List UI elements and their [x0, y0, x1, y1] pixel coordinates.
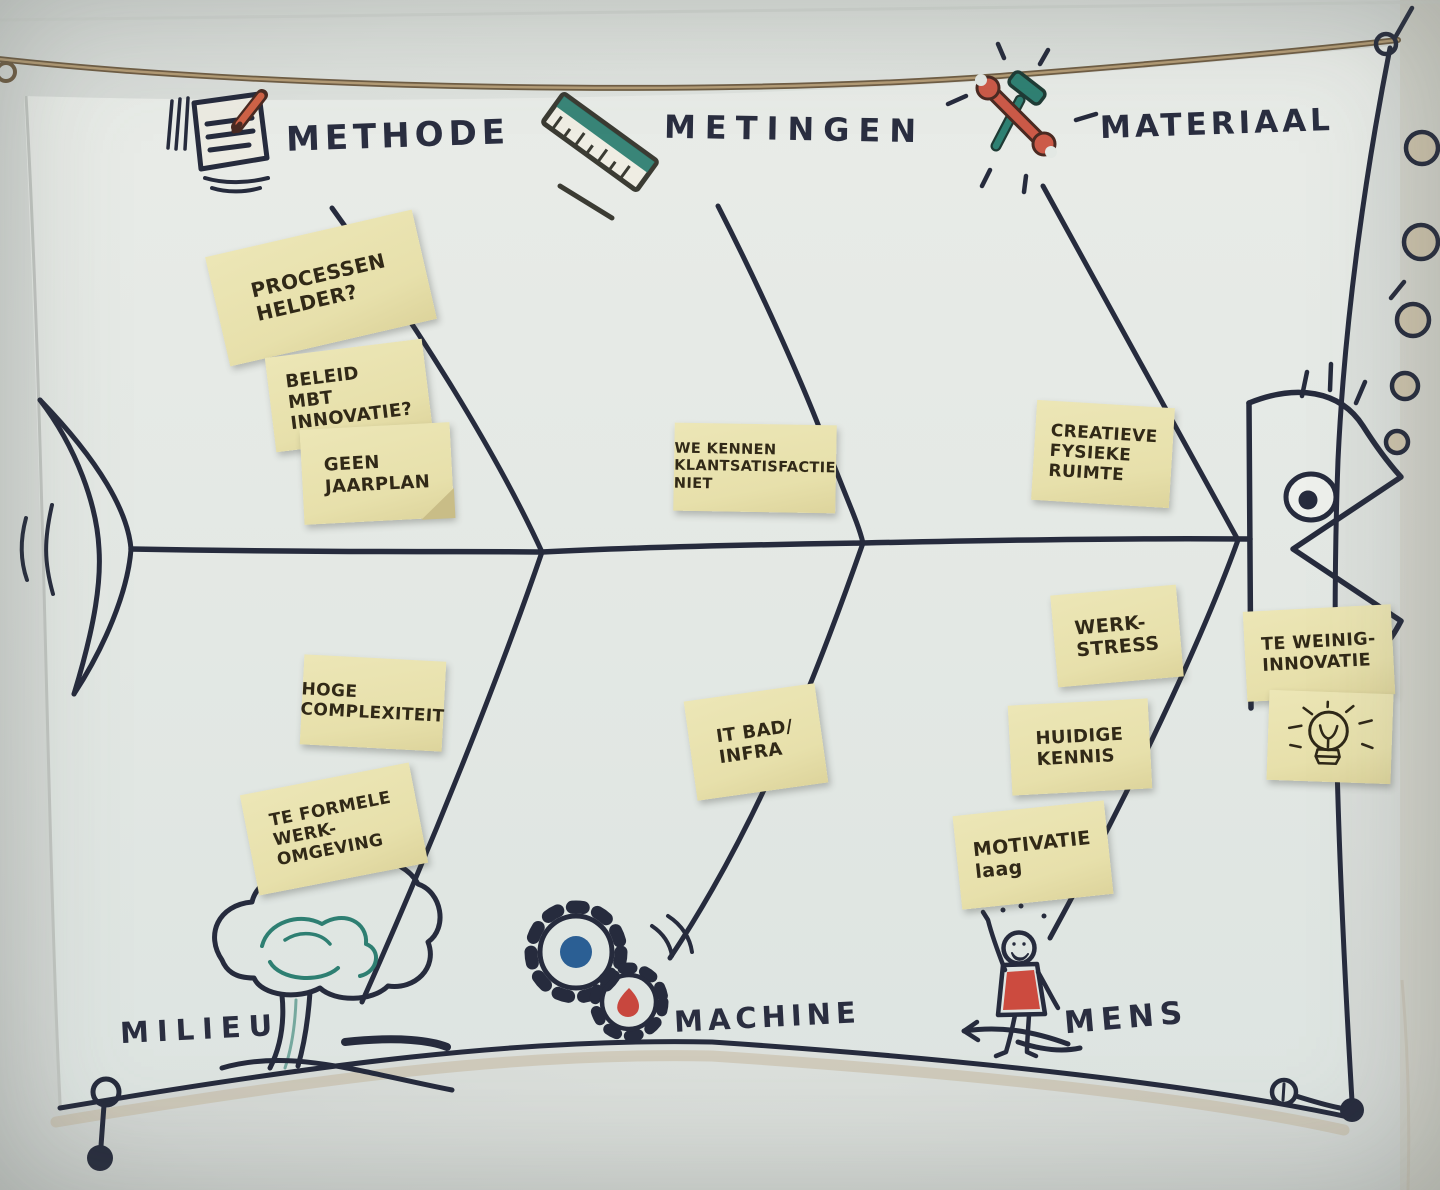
wrench-hammer-icon [945, 41, 1099, 195]
corner-pin-right [1269, 1077, 1364, 1122]
note-text: WERK- STRESS [1073, 611, 1161, 662]
paper-crease [1400, 979, 1411, 1190]
note-text: PROCESSEN HELDER? [248, 248, 388, 326]
note-text: GEEN JAARPLAN [323, 452, 431, 498]
sticky-note-klantsatisfactie: WE KENNEN KLANTSATISFACTIE NIET [673, 422, 837, 514]
lightbulb-icon [1287, 700, 1374, 766]
branch-line-milieu [359, 549, 545, 1005]
paper-crease [0, 0, 1440, 22]
bubble-holes [1383, 129, 1440, 456]
note-text: TE FORMELE WERK- OMGEVING [267, 787, 393, 871]
note-text: MOTIVATIE laag [971, 826, 1092, 884]
note-text: BELEID MBT INNOVATIE? [284, 362, 414, 435]
stick-figure-icon [961, 903, 1083, 1059]
sheet-left-edge [24, 95, 62, 1107]
gears-icon [524, 900, 694, 1042]
note-text: HUIDIGE KENNIS [1034, 723, 1124, 771]
fish-spine [128, 535, 1253, 555]
note-text: HOGE COMPLEXITEIT [299, 679, 445, 727]
sticky-note-huidige-kennis: HUIDIGE KENNIS [1007, 698, 1153, 796]
branch-line-metingen [715, 203, 866, 546]
clothesline-rope [0, 5, 1415, 91]
sticky-note-geen-jaarplan: GEEN JAARPLAN [299, 422, 455, 525]
corner-pin-left [87, 1076, 122, 1171]
notepad-pencil-icon [166, 89, 270, 194]
branch-label-methode: METHODE [285, 112, 511, 160]
note-text: IT BAD/ INFRA [714, 715, 795, 769]
note-text: CREATIEVE FYSIEKE RUIMTE [1047, 420, 1159, 486]
sticky-note-hoge-complexiteit: HOGE COMPLEXITEIT [299, 654, 447, 752]
note-text: WE KENNEN KLANTSATISFACTIE NIET [673, 440, 836, 492]
sticky-note-creatieve-ruimte: CREATIEVE FYSIEKE RUIMTE [1031, 399, 1175, 509]
note-text: TE WEINIG- INNOVATIE [1260, 629, 1377, 676]
branch-label-metingen: METINGEN [663, 107, 926, 151]
ruler-icon [541, 92, 659, 221]
flipchart-sheet [24, 46, 1390, 1118]
sticky-note-lightbulb [1266, 689, 1394, 785]
sticky-note-te-weinig-innovatie: TE WEINIG- INNOVATIE [1242, 604, 1396, 702]
sticky-note-it-infra: IT BAD/ INFRA [683, 683, 829, 801]
sheet-bottom-shadow [50, 1050, 1350, 1136]
branch-line-materiaal [1040, 183, 1241, 543]
photo-edge-band [1400, 0, 1440, 1190]
sticky-note-motivatie-laag: MOTIVATIE laag [952, 800, 1114, 910]
sticky-note-werkstress: WERK- STRESS [1050, 584, 1184, 688]
